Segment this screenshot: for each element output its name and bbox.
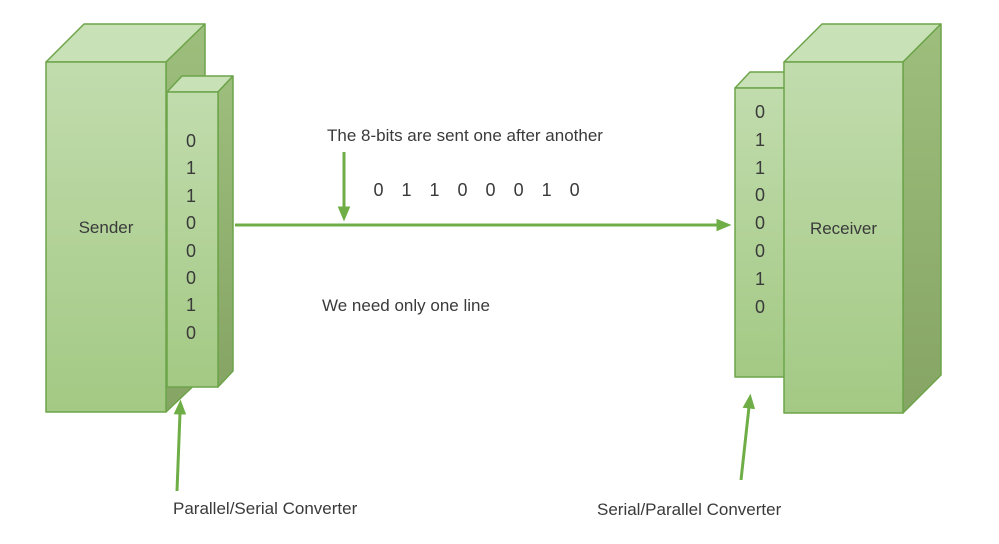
bit: 0 — [185, 240, 196, 261]
receiver-bits-column: 0 1 1 0 0 0 1 0 — [737, 99, 783, 321]
parallel-serial-converter-side-face — [217, 75, 234, 388]
bit: 0 — [485, 180, 496, 200]
bit: 0 — [754, 185, 765, 206]
receiver-box-front-face — [783, 61, 904, 414]
sender-box-front-face — [45, 61, 167, 413]
bit: 0 — [754, 213, 765, 234]
caption-one-line: We need only one line — [322, 296, 490, 315]
parallel-serial-pointer-arrow — [173, 399, 187, 492]
receiver-box-side-face — [902, 23, 942, 414]
bit: 0 — [185, 131, 196, 151]
bit: 0 — [754, 102, 765, 122]
sender-label: Sender — [78, 218, 134, 237]
bit: 0 — [754, 240, 765, 261]
bit: 1 — [754, 268, 765, 289]
parallel-serial-converter-label: Parallel/Serial Converter — [173, 499, 358, 518]
sender-bits-column: 0 1 1 0 0 0 1 0 — [168, 128, 214, 347]
bit: 0 — [185, 213, 196, 234]
bit: 1 — [185, 158, 196, 179]
bit: 0 — [185, 322, 196, 343]
bit: 0 — [569, 180, 580, 200]
parallel-serial-converter-front-face — [166, 91, 219, 388]
receiver-label: Receiver — [809, 219, 878, 238]
bit: 0 — [185, 268, 196, 289]
bit: 1 — [185, 185, 196, 206]
bit: 1 — [401, 180, 412, 200]
bit: 0 — [513, 180, 524, 200]
serial-bits-row: 0 1 1 0 0 0 1 0 — [367, 180, 586, 201]
bit: 1 — [185, 295, 196, 316]
serial-parallel-converter-label: Serial/Parallel Converter — [597, 500, 782, 519]
bit: 1 — [754, 157, 765, 178]
serial-parallel-pointer-arrow — [739, 393, 756, 481]
parallel-serial-converter-box — [166, 75, 234, 388]
bit: 1 — [754, 129, 765, 150]
bit: 0 — [373, 180, 384, 200]
bit: 1 — [541, 180, 552, 200]
bit: 0 — [457, 180, 468, 200]
bit: 0 — [754, 296, 765, 317]
receiver-box — [783, 23, 942, 414]
bit: 1 — [429, 180, 440, 200]
caption-bits-sent: The 8-bits are sent one after another — [327, 126, 603, 145]
